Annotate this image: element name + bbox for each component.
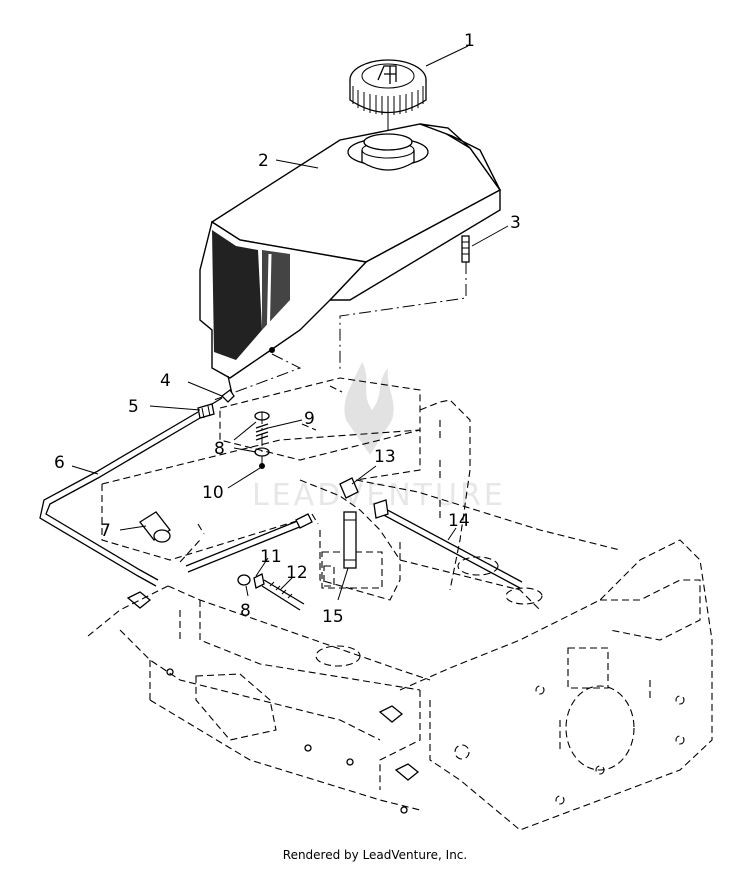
fuel-hose	[39, 411, 201, 587]
callout-8-lower: 8	[240, 601, 251, 621]
linkage-bracket	[339, 477, 359, 569]
fuel-cap	[349, 59, 427, 116]
control-rod	[185, 513, 313, 573]
leadventure-watermark: LEADVENTURE	[252, 362, 503, 513]
pivot-bolt	[237, 573, 305, 611]
callout-4: 4	[160, 371, 171, 391]
callout-13: 13	[374, 447, 396, 467]
callout-labels: 1 2 3 4 5 6 7 8 9 10 11 12 13 14 15 8	[54, 31, 521, 627]
leader-lines	[71, 45, 509, 601]
callout-12: 12	[286, 563, 308, 583]
callout-14: 14	[448, 511, 470, 531]
footer-credit: Rendered by LeadVenture, Inc.	[282, 848, 468, 862]
drive-rod	[373, 499, 523, 589]
fuel-symbol-icon	[377, 65, 397, 84]
callout-11: 11	[260, 547, 282, 567]
callout-6: 6	[54, 453, 65, 473]
callout-10: 10	[202, 483, 224, 503]
callout-7: 7	[100, 521, 111, 541]
callout-8: 8	[214, 439, 225, 459]
washer-spring-stack	[254, 411, 270, 470]
mount-stud	[461, 235, 470, 263]
callout-15: 15	[322, 607, 344, 627]
callout-3: 3	[510, 213, 521, 233]
mower-frame	[87, 377, 713, 831]
callout-1: 1	[464, 31, 475, 51]
callout-2: 2	[258, 151, 269, 171]
hose-clamp	[197, 403, 215, 419]
fuel-tank	[199, 123, 502, 395]
callout-5: 5	[128, 397, 139, 417]
fuel-filter	[139, 511, 171, 543]
fuel-elbow	[211, 389, 235, 405]
callout-9: 9	[304, 409, 315, 429]
